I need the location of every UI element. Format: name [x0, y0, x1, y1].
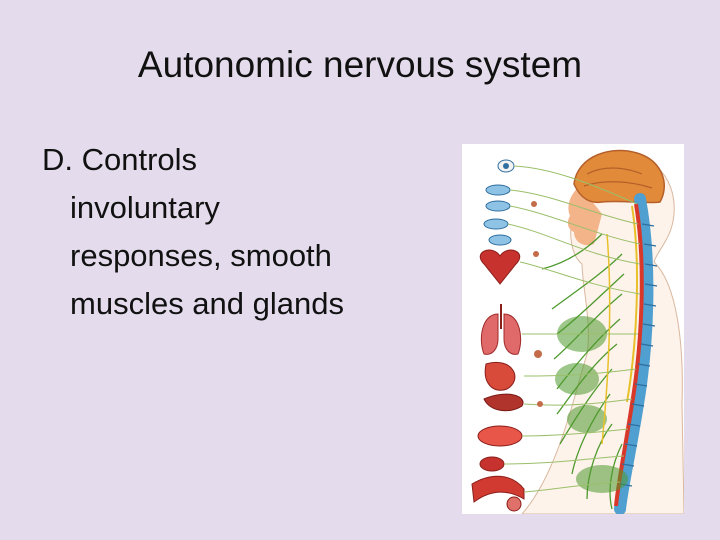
liver-icon: [483, 393, 524, 412]
colon-icon: [471, 475, 525, 503]
face: [567, 186, 602, 246]
brain-icon: [573, 149, 665, 204]
body-line: involuntary: [70, 190, 220, 225]
stomach-icon: [484, 361, 516, 391]
bladder-icon: [506, 496, 522, 512]
nervous-system-illustration: [462, 144, 684, 514]
slide-body: D. Controls involuntary responses, smoot…: [42, 136, 432, 328]
body-line: D. Controls: [42, 142, 198, 177]
slide-title: Autonomic nervous system: [137, 44, 583, 85]
spinal-cord-yellow: [626, 205, 639, 403]
heart-icon: [479, 249, 521, 285]
eye-icon: [497, 159, 515, 173]
body-line: muscles and glands: [70, 286, 344, 321]
lungs-icon: [480, 304, 522, 355]
kidney-icon: [479, 456, 505, 472]
intestine-icon: [477, 425, 523, 447]
body-line: responses, smooth: [70, 238, 332, 273]
gland-icon: [483, 184, 512, 246]
